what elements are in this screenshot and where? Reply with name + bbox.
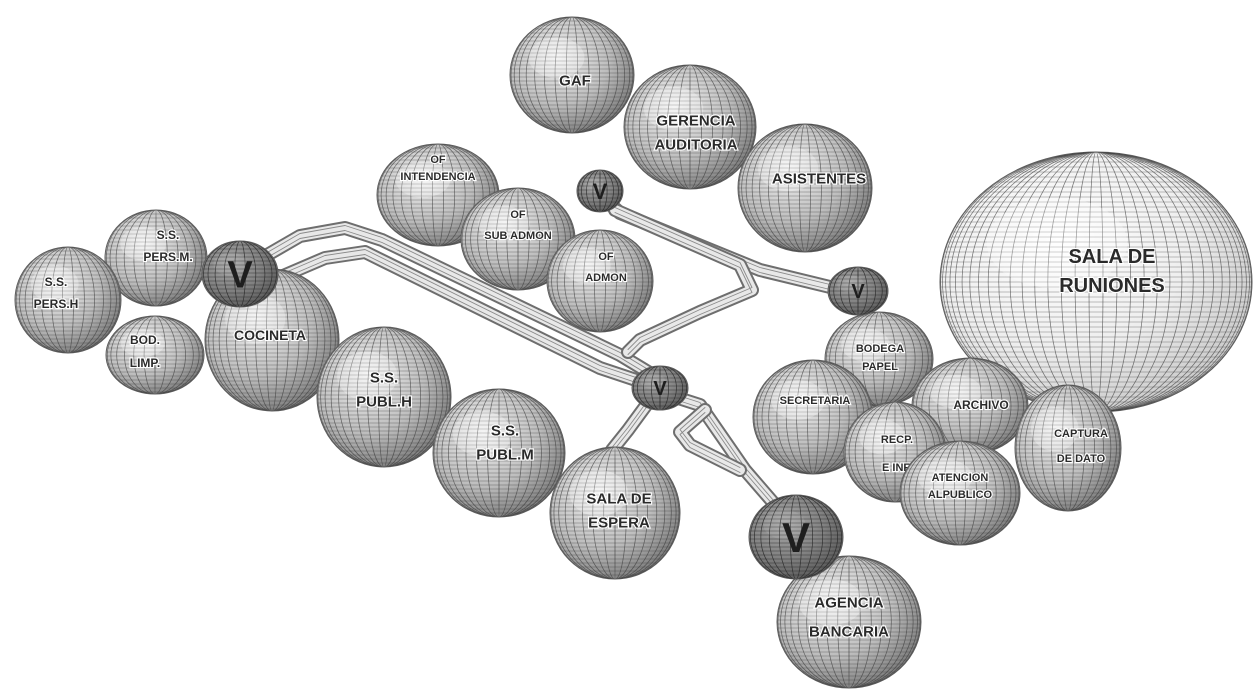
space-ss-pers-h: S.S. PERS.H bbox=[14, 246, 122, 354]
space-bubble bbox=[14, 246, 122, 354]
space-label: LIMP. bbox=[130, 356, 160, 370]
space-label: S.S. bbox=[45, 275, 68, 289]
duct-segment bbox=[608, 203, 759, 359]
space-ss-pers-m: S.S. PERS.M. bbox=[104, 209, 208, 307]
space-label: ARCHIVO bbox=[953, 398, 1008, 412]
node-label: V bbox=[851, 281, 865, 303]
space-ss-publ-h: S.S. PUBL.H bbox=[316, 326, 452, 468]
space-ss-publ-m: S.S. PUBL.M bbox=[432, 388, 566, 518]
circulation-node-v4: V bbox=[631, 365, 689, 411]
space-captura-dato: CAPTURA DE DATO bbox=[1014, 384, 1122, 512]
space-asistentes: ASISTENTES bbox=[737, 123, 873, 253]
space-label: RECP. bbox=[881, 434, 913, 446]
space-label: SECRETARIA bbox=[780, 395, 851, 407]
space-bubble bbox=[105, 315, 205, 395]
node-label: V bbox=[653, 378, 667, 400]
space-label: GAF bbox=[559, 72, 591, 89]
circulation-node-v2: V bbox=[576, 169, 624, 213]
space-label: PUBL.M bbox=[476, 446, 534, 463]
space-bod-limp: BOD. LIMP. bbox=[105, 315, 205, 395]
space-label: AUDITORIA bbox=[654, 136, 737, 153]
node-label: V bbox=[593, 179, 608, 204]
space-label: PAPEL bbox=[862, 361, 898, 373]
space-bubble bbox=[899, 440, 1021, 546]
circulation-node-v5: V bbox=[748, 494, 844, 580]
circulation-ducts bbox=[255, 188, 837, 529]
space-label: PUBL.H bbox=[356, 393, 412, 410]
space-label: SUB ADMON bbox=[484, 230, 551, 242]
node-bubble bbox=[748, 494, 844, 580]
space-label: OF bbox=[430, 154, 446, 166]
node-label: V bbox=[227, 255, 253, 297]
duct-segment bbox=[255, 245, 655, 391]
space-agencia-bancaria: AGENCIA BANCARIA bbox=[776, 555, 922, 689]
space-bubble bbox=[316, 326, 452, 468]
space-bubble bbox=[939, 151, 1253, 413]
space-label: AGENCIA bbox=[814, 594, 883, 611]
space-label: ALPUBLICO bbox=[928, 489, 993, 501]
space-label: SALA DE bbox=[1068, 246, 1155, 268]
duct-segment bbox=[605, 393, 657, 457]
space-label: ASISTENTES bbox=[772, 170, 866, 187]
circulation-node-v1: V bbox=[201, 240, 279, 308]
space-gerencia-auditoria: GERENCIA AUDITORIA bbox=[623, 64, 757, 190]
space-bubble bbox=[432, 388, 566, 518]
space-bubble bbox=[752, 359, 874, 475]
space-label: ADMON bbox=[585, 272, 627, 284]
node-bubble bbox=[631, 365, 689, 411]
space-label: RUNIONES bbox=[1059, 275, 1165, 297]
space-gaf: GAF bbox=[509, 16, 635, 134]
space-sala-espera: SALA DE ESPERA bbox=[549, 446, 681, 580]
space-bubbles: GAF GERENCIA AUDITORIA ASISTENTES SALA DE RUN… bbox=[14, 16, 1253, 689]
space-bubble bbox=[549, 446, 681, 580]
space-label: S.S. bbox=[370, 369, 398, 386]
space-label: SALA DE bbox=[586, 490, 651, 507]
space-bubble bbox=[546, 229, 654, 333]
space-label: S.S. bbox=[491, 422, 519, 439]
space-of-admon: OF ADMON bbox=[546, 229, 654, 333]
space-bubble bbox=[104, 209, 208, 307]
space-label: PERS.H bbox=[34, 297, 79, 311]
space-bubble bbox=[509, 16, 635, 134]
space-label: BANCARIA bbox=[809, 623, 889, 640]
space-label: CAPTURA bbox=[1054, 428, 1108, 440]
duct-segment bbox=[673, 403, 747, 477]
space-label: ATENCION bbox=[932, 472, 989, 484]
space-sala-runiones: SALA DE RUNIONES bbox=[939, 151, 1253, 413]
space-label: GERENCIA bbox=[656, 112, 735, 129]
space-label: S.S. bbox=[157, 228, 180, 242]
space-secretaria: SECRETARIA bbox=[752, 359, 874, 475]
circulation-node-v3: V bbox=[827, 266, 889, 316]
space-bubble bbox=[737, 123, 873, 253]
space-label: BODEGA bbox=[856, 343, 904, 355]
space-label: DE DATO bbox=[1057, 453, 1106, 465]
space-label: COCINETA bbox=[234, 327, 306, 343]
space-label: PERS.M. bbox=[143, 250, 192, 264]
space-bubble bbox=[776, 555, 922, 689]
node-bubble bbox=[576, 169, 624, 213]
space-bubble bbox=[1014, 384, 1122, 512]
node-bubble bbox=[827, 266, 889, 316]
node-bubble bbox=[201, 240, 279, 308]
node-label: V bbox=[782, 514, 810, 561]
space-label: OF bbox=[510, 209, 526, 221]
space-label: OF bbox=[598, 251, 614, 263]
space-bubble bbox=[623, 64, 757, 190]
space-label: BOD. bbox=[130, 333, 160, 347]
space-label: ESPERA bbox=[588, 514, 650, 531]
space-atencion-publico: ATENCION ALPUBLICO bbox=[899, 440, 1021, 546]
space-label: INTENDENCIA bbox=[400, 171, 475, 183]
duct-segment bbox=[255, 221, 797, 529]
